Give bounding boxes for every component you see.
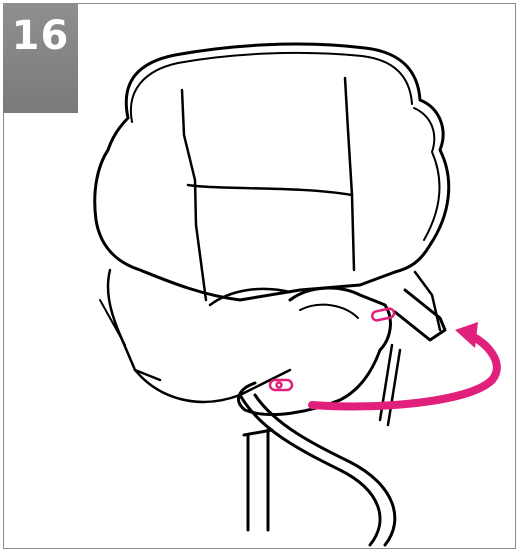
headrest-cushion xyxy=(95,44,449,300)
curved-rotation-arrow xyxy=(312,335,497,406)
cushion-seam xyxy=(188,185,352,195)
cushion-seam xyxy=(345,78,354,270)
clip-icon xyxy=(270,380,292,390)
seat-back xyxy=(135,370,290,402)
hand xyxy=(238,288,390,414)
strap-loop xyxy=(240,395,380,545)
headrest-post xyxy=(395,290,445,340)
arrow-head-icon xyxy=(455,322,478,348)
cushion-seam xyxy=(182,90,206,300)
